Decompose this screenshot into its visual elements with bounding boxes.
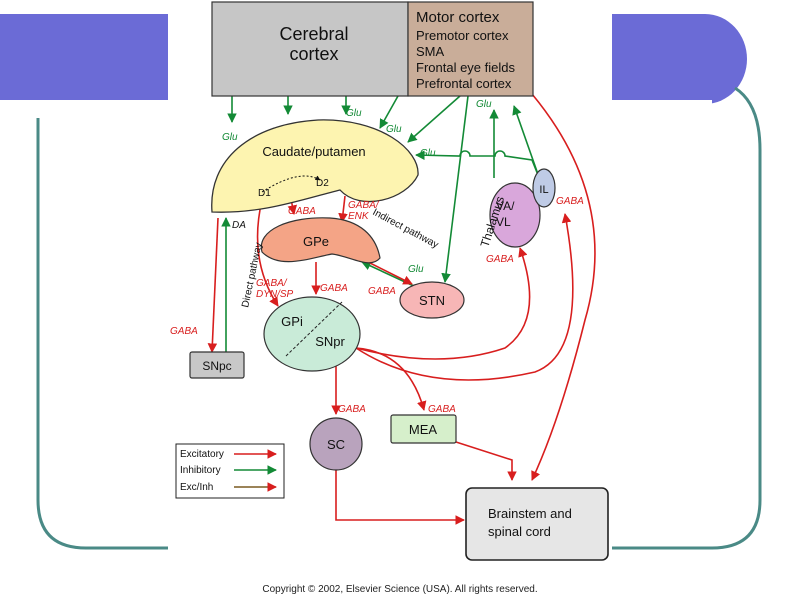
caudate-putamen-shape [211, 119, 419, 213]
glu-label-1: Glu [222, 132, 238, 143]
gaba-label-il: GABA [556, 196, 584, 207]
gpe-to-stn-arrow [367, 261, 413, 285]
cortex-area-motor: Motor cortex [416, 9, 500, 26]
slide-right-banner [612, 14, 747, 104]
cortex-area-fef: Frontal eye fields [416, 60, 515, 75]
copyright-notice: Copyright © 2002, Elsevier Science (USA)… [262, 584, 538, 595]
da-label: DA [232, 220, 246, 231]
gaba-enk-label-line2: ENK [348, 211, 370, 222]
stn-shape [399, 281, 465, 319]
mea-to-brainstem-arrow [455, 441, 517, 481]
gaba-label-caudate-gpe: GABA [288, 206, 316, 217]
stn-label: STN [419, 293, 445, 308]
caudate-putamen-label: Caudate/putamen [262, 144, 365, 159]
gpi-snpr-divider [285, 301, 343, 357]
il-shape [532, 168, 556, 208]
red-arrows [207, 93, 596, 525]
cortex-to-stn-arrow [441, 95, 469, 283]
slide-frame-left [36, 118, 170, 550]
gaba-label-mea: GABA [428, 404, 456, 415]
gpi-snpr-shape [263, 296, 361, 372]
snpr-to-il-arrow [355, 213, 574, 381]
gaba-label-sc: GABA [338, 404, 366, 415]
cortex-to-caudate-arrow-4 [379, 95, 399, 129]
vavl-label-line2: VL [496, 215, 511, 229]
gpe-shape [260, 217, 381, 264]
slide-right-banner-stripe [612, 100, 712, 106]
slide-left-banner-stripe [0, 100, 212, 106]
gaba-label-vavl: GABA [486, 254, 514, 265]
snpr-to-vavl-arrow [355, 247, 531, 360]
slide-frame-right [612, 86, 762, 550]
gaba-enk-label-line1: GABA/ [348, 200, 380, 211]
legend: Excitatory Inhibitory Exc/Inh [175, 443, 285, 499]
green-arrows [221, 95, 541, 353]
gaba-dyn-label-line1: GABA/ [256, 278, 288, 289]
sc-label: SC [327, 437, 345, 452]
snpr-label: SNpr [315, 334, 345, 349]
cortex-area-premotor: Premotor cortex [416, 28, 509, 43]
glu-label-4: Glu [420, 148, 436, 159]
legend-box [175, 443, 285, 499]
caudate-to-gpe-enk-arrow [338, 195, 348, 223]
gpi-label: GPi [281, 314, 303, 329]
brainstem-box [465, 487, 609, 561]
glu-label-5: Glu [476, 99, 492, 110]
cortex-title-line1: Cerebral [279, 24, 348, 44]
legend-inhibitory-label: Inhibitory [180, 465, 221, 476]
il-to-caudate-arrow [415, 150, 541, 181]
brainstem-label-line1: Brainstem and [488, 506, 572, 521]
gaba-label-gpe-stn: GABA [368, 286, 396, 297]
cortex-areas-box [407, 1, 534, 97]
vavl-label-line1: VA/ [496, 199, 515, 213]
glu-label-3: Glu [386, 124, 402, 135]
cerebral-cortex: Cerebral cortex Motor cortex Premotor co… [211, 1, 534, 97]
sc-to-brainstem-arrow [335, 468, 465, 525]
cortex-to-caudate-arrow-5 [407, 95, 461, 143]
cortex-area-prefrontal: Prefrontal cortex [416, 76, 512, 91]
d1-d2-dashed-arrow [261, 175, 321, 193]
glu-label-2: Glu [346, 108, 362, 119]
gaba-label-gpe-gpi: GABA [320, 283, 348, 294]
mea-box [390, 414, 457, 444]
gaba-label-snpc: GABA [170, 326, 198, 337]
caudate-to-snpc-arrow [207, 217, 219, 353]
vavl-shape [489, 182, 541, 248]
cortex-title-line2: cortex [289, 44, 338, 64]
d2-label: D2 [316, 178, 329, 189]
snpc-label: SNpc [202, 359, 231, 373]
gaba-dyn-label-line2: DYN/SP [256, 289, 294, 300]
il-label: IL [539, 184, 548, 196]
snpr-to-mea-arrow [355, 347, 427, 411]
cortex-area-sma: SMA [416, 44, 445, 59]
mea-label: MEA [409, 422, 438, 437]
indirect-pathway-label: Indirect pathway [371, 207, 440, 251]
sc-shape [309, 417, 363, 471]
legend-excitatory-label: Excitatory [180, 449, 224, 460]
legend-exc-inh-label: Exc/Inh [180, 482, 213, 493]
brainstem-label-line2: spinal cord [488, 524, 551, 539]
gpe-label: GPe [303, 234, 329, 249]
glu-label-6: Glu [408, 264, 424, 275]
snpc-box [189, 351, 245, 379]
direct-pathway-arrow [256, 199, 279, 307]
cortex-to-brainstem-arrow [531, 93, 596, 481]
d1-label: D1 [258, 188, 271, 199]
